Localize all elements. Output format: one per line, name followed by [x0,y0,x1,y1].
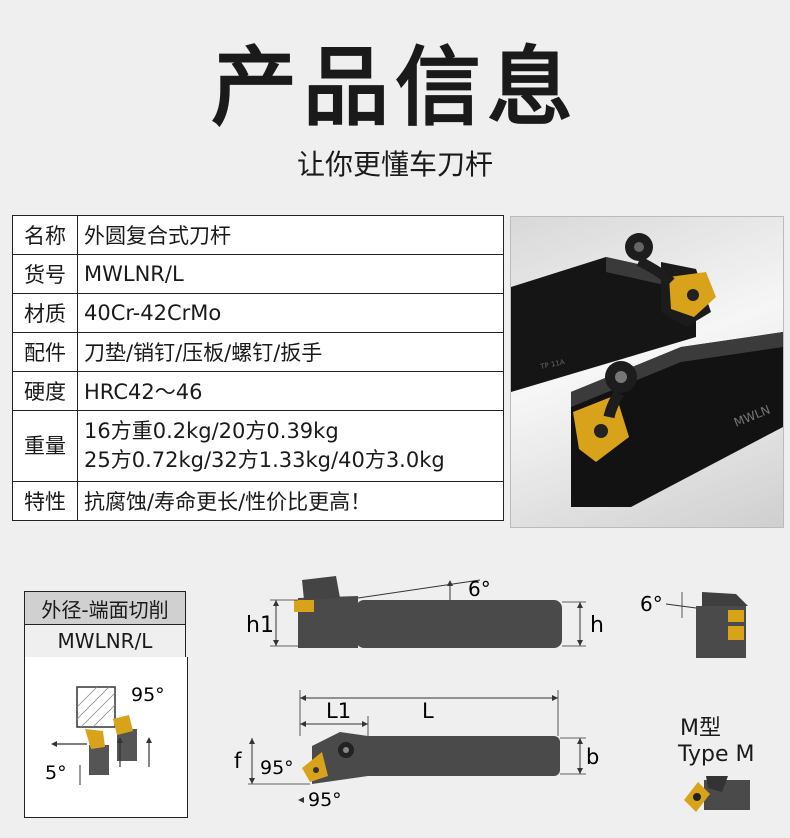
angle-6-end-label: 6° [640,592,663,616]
insert-type-en: Type M [678,742,755,767]
cutting-diagram-box: 95° 5° [24,657,188,818]
tool-holder-photo: MWLN TP 11A [511,233,783,507]
spec-key: 特性 [12,481,78,521]
h1-label: h1 [246,613,274,638]
insert-type-block: M型 [680,716,721,742]
spec-row-accessories: 配件刀垫/销钉/压板/螺钉/扳手 [12,332,504,372]
tool-left [89,745,109,775]
spec-key: 材质 [12,293,78,333]
workpiece [76,686,116,728]
L1-label: L1 [326,699,351,723]
weight-line-1: 16方重0.2kg/20方0.39kg [84,419,339,443]
spec-key: 重量 [12,410,78,482]
insert-top [302,752,328,782]
angle-95-label: 95° [131,684,165,706]
spec-row-name: 名称外圆复合式刀杆 [12,215,504,255]
clamp-side [302,576,340,600]
upper-shank [511,257,696,392]
insert-type-cn: M型 [680,716,721,741]
spec-value: 抗腐蚀/寿命更长/性价比更高！ [77,481,504,521]
tool-right [117,729,137,761]
angle-5-label: 5° [45,762,67,784]
insert-side [294,600,314,612]
top-view-drawing: L1 L f 95° 95° b [234,690,599,811]
machining-type-label: 外径-端面切削 [24,591,186,625]
page-subtitle: 让你更懂车刀杆 [296,148,493,181]
spec-value: 外圆复合式刀杆 [77,215,504,255]
spec-value: 16方重0.2kg/20方0.39kg 25方0.72kg/32方1.33kg/4… [77,410,504,482]
shank-top [362,736,560,776]
page-title: 产品信息 [211,38,579,138]
angle-6-side-label: 6° [468,577,491,601]
spec-key: 名称 [12,215,78,255]
end-view-drawing: 6° [640,592,748,658]
model-label: MWLNR/L [24,624,186,658]
angle-95-bottom-label: 95° [308,789,342,811]
spec-row-features: 特性抗腐蚀/寿命更长/性价比更高！ [12,481,504,521]
angle-95-top-label: 95° [260,757,294,779]
type-m-icon [684,776,750,812]
spec-value: HRC42～46 [77,371,504,411]
spec-key: 货号 [12,254,78,294]
type-label-table: 外径-端面切削 MWLNR/L [24,591,186,658]
f-label: f [234,749,242,773]
side-view-drawing: 6° h1 h [246,576,604,648]
spec-value: 40Cr-42CrMo [77,293,504,333]
spec-key: 配件 [12,332,78,372]
cutting-diagram: 95° 5° [45,684,165,785]
spec-value: MWLNR/L [77,254,504,294]
product-photo: MWLN TP 11A [510,216,784,528]
weight-line-2: 25方0.72kg/32方1.33kg/40方3.0kg [84,448,445,472]
spec-value: 刀垫/销钉/压板/螺钉/扳手 [77,332,504,372]
L-label: L [422,699,434,723]
spec-key: 硬度 [12,371,78,411]
shank-side [356,600,562,648]
h-label: h [590,613,604,638]
b-label: b [586,745,599,769]
